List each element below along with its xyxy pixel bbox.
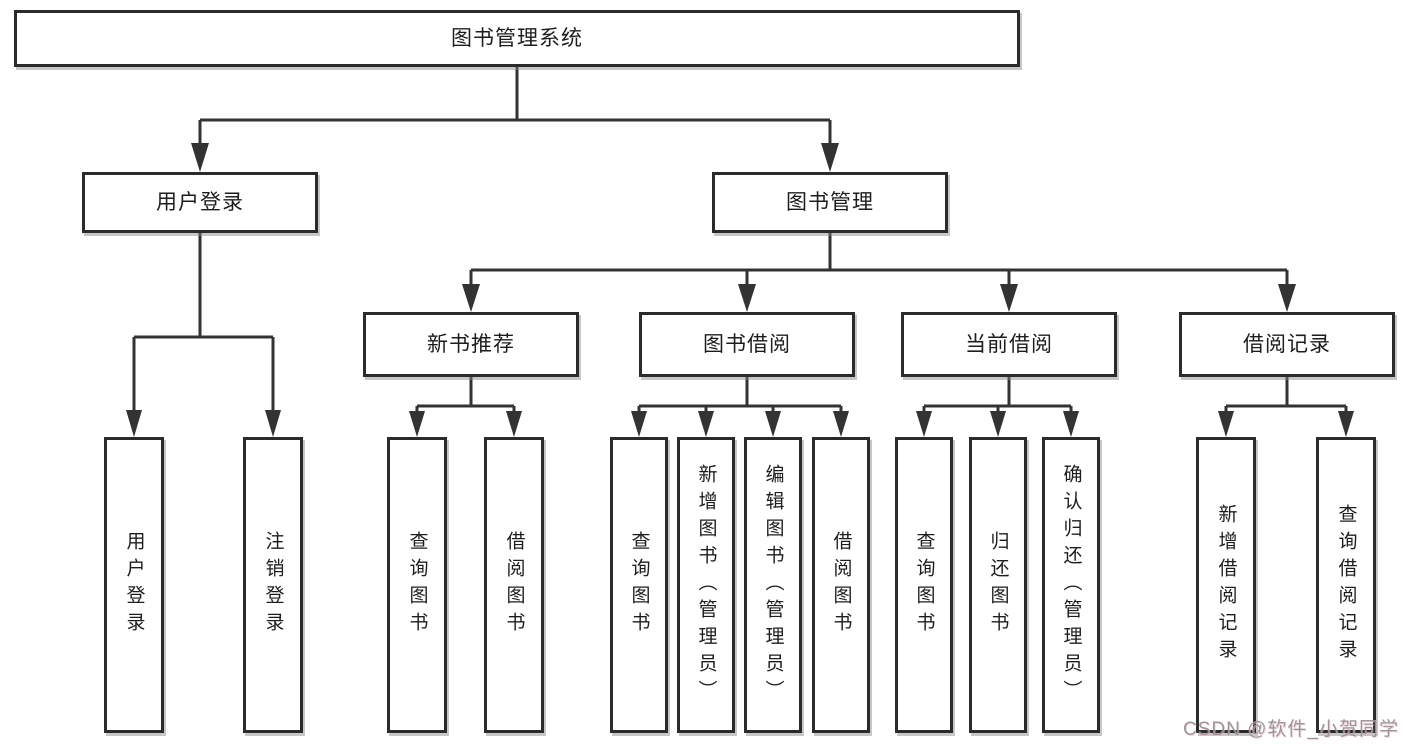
leaf-borrow-books: 借阅图书 [812, 437, 870, 733]
node-book-borrowing: 图书借阅 [639, 312, 855, 377]
edge-newbookrec-to-leaves [415, 377, 516, 416]
leaf-borrow-books-recommend: 借阅图书 [484, 437, 544, 733]
arrow-icon [738, 284, 756, 312]
arrow-icon [265, 410, 281, 437]
arrow-icon [1278, 284, 1296, 312]
node-new-book-recommend: 新书推荐 [363, 312, 579, 377]
leaf-query-books-recommend: 查询图书 [387, 437, 447, 733]
node-book-management: 图书管理 [712, 172, 948, 233]
leaf-edit-books-admin: 编辑图书（管理员） [744, 437, 802, 733]
leaf-confirm-return-admin: 确认归还（管理员） [1042, 437, 1100, 733]
arrow-icon [462, 284, 480, 312]
csdn-watermark: CSDN @软件_小贺同学 [1183, 719, 1399, 740]
arrow-icon [631, 411, 647, 437]
arrow-icon [833, 411, 849, 437]
arrowheads [126, 143, 1354, 437]
edge-root-to-level2 [198, 67, 832, 150]
arrow-icon [1000, 284, 1018, 312]
leaf-return-books: 归还图书 [969, 437, 1027, 733]
arrow-icon [1338, 411, 1354, 437]
leaf-user-login: 用户登录 [104, 437, 164, 733]
arrow-icon [765, 411, 781, 437]
edge-userlogin-to-leaves [132, 233, 275, 416]
leaf-add-borrow-record: 新增借阅记录 [1196, 437, 1256, 733]
arrow-icon [409, 411, 425, 437]
arrow-icon [990, 411, 1006, 437]
arrow-icon [506, 411, 522, 437]
edge-bookmgmt-to-level3 [469, 233, 1289, 292]
leaf-add-books-admin: 新增图书（管理员） [677, 437, 735, 733]
leaf-query-borrow-record: 查询借阅记录 [1316, 437, 1376, 733]
arrow-icon [916, 411, 932, 437]
node-root-library-system: 图书管理系统 [14, 10, 1020, 67]
edge-currentborrow-to-leaves [922, 377, 1073, 416]
arrow-icon [1218, 411, 1234, 437]
arrow-icon [821, 143, 839, 172]
node-current-borrowing: 当前借阅 [901, 312, 1117, 377]
leaf-logout-login: 注销登录 [243, 437, 303, 733]
edge-bookborrow-to-leaves [637, 377, 843, 416]
arrow-icon [1063, 411, 1079, 437]
node-user-login: 用户登录 [82, 172, 318, 233]
leaf-query-books-borrowing: 查询图书 [610, 437, 668, 733]
leaf-query-books-current: 查询图书 [895, 437, 953, 733]
arrow-icon [191, 143, 209, 172]
node-borrowing-records: 借阅记录 [1179, 312, 1395, 377]
arrow-icon [698, 411, 714, 437]
arrow-icon [126, 410, 142, 437]
edge-borrowrecord-to-leaves [1224, 377, 1348, 416]
